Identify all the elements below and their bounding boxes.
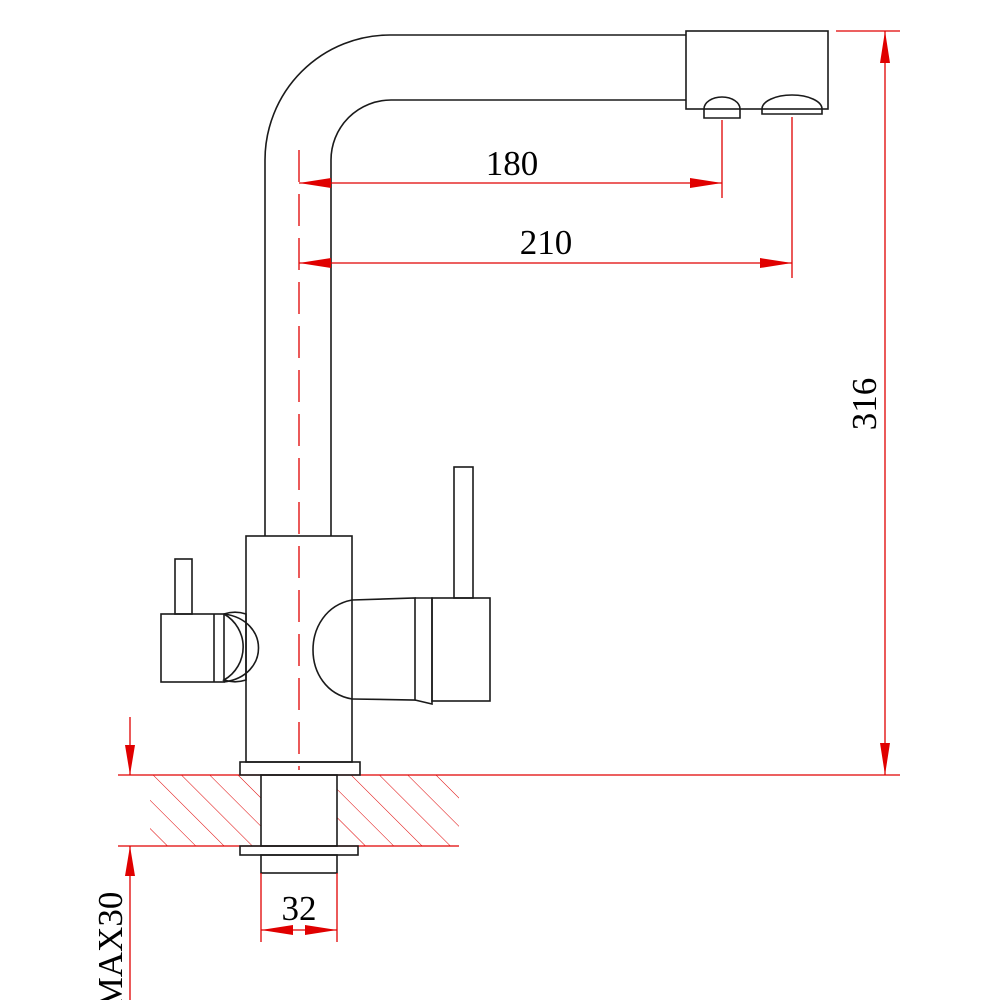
outlet-mixer <box>761 94 823 115</box>
dimension-max30: MAX30 <box>91 717 150 1000</box>
mounting-washer <box>239 845 359 856</box>
shank <box>260 774 338 847</box>
spout-head <box>685 30 829 110</box>
arrow-180-left <box>299 178 331 188</box>
arrow-32-right <box>305 925 337 935</box>
left-handle-lever <box>174 558 193 615</box>
base-ring <box>239 761 361 776</box>
arrow-316-top <box>880 31 890 63</box>
dimension-label-max30: MAX30 <box>91 892 130 1000</box>
arrow-316-bottom <box>880 743 890 775</box>
right-valve-body <box>351 597 416 701</box>
right-handle-lever <box>453 466 474 599</box>
dimension-label-210: 210 <box>520 223 573 262</box>
arrow-210-right <box>760 258 792 268</box>
right-valve-dome <box>312 599 353 700</box>
outlet-filtered <box>703 96 741 119</box>
dimension-210: 210 <box>299 117 793 278</box>
mounting-nut <box>260 854 338 874</box>
countertop-hatch-right <box>337 775 459 846</box>
spout-outer-curve <box>264 34 686 536</box>
countertop-hatch-left <box>150 775 261 846</box>
dimension-32: 32 <box>260 873 338 942</box>
arrow-180-right <box>690 178 722 188</box>
arrow-max30-bottom <box>125 846 135 876</box>
dimension-label-180: 180 <box>486 144 539 183</box>
dimension-316: 316 <box>459 30 900 776</box>
left-valve-curve <box>223 613 260 683</box>
arrow-210-left <box>299 258 331 268</box>
countertop-section <box>150 774 459 847</box>
faucet-outline <box>160 30 829 874</box>
arrow-32-left <box>261 925 293 935</box>
spout-inner-curve <box>330 99 686 536</box>
arrow-max30-top <box>125 745 135 775</box>
left-valve-dome <box>222 611 247 683</box>
right-valve-collar <box>414 597 433 706</box>
dimension-180: 180 <box>299 120 723 198</box>
dimension-label-316: 316 <box>845 378 884 431</box>
dimension-label-32: 32 <box>282 889 317 928</box>
right-handle-cap <box>431 597 491 702</box>
